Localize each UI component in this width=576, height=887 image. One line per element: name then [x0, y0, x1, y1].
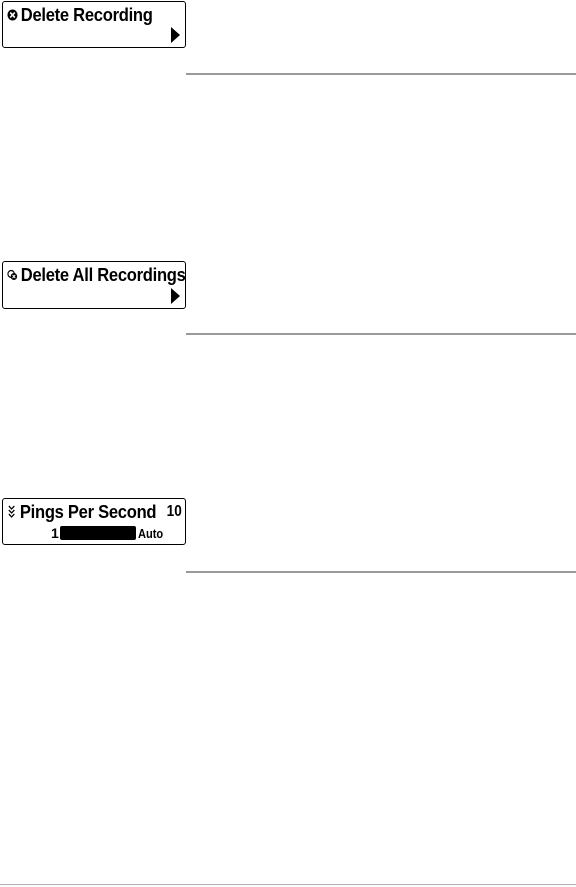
- pings-title: Pings Per Second: [7, 502, 157, 523]
- delete-recording-menu[interactable]: Delete Recording: [2, 1, 186, 48]
- pings-per-second-menu[interactable]: Pings Per Second 10 1 Auto: [2, 498, 186, 545]
- delete-icon: [7, 5, 18, 26]
- sonar-icon: [7, 502, 17, 523]
- delete-recording-label: Delete Recording: [20, 5, 153, 25]
- page-footer-rule: [0, 884, 576, 885]
- pings-slider[interactable]: 1 Auto: [51, 525, 167, 541]
- section-divider: [186, 571, 576, 573]
- section-divider: [186, 73, 576, 75]
- slider-track[interactable]: [59, 526, 136, 540]
- delete-all-title: Delete All Recordings: [7, 265, 186, 286]
- delete-recording-title: Delete Recording: [7, 5, 153, 26]
- pings-value: 10: [166, 503, 182, 520]
- delete-all-recordings-menu[interactable]: Delete All Recordings: [2, 261, 186, 309]
- submenu-arrow-icon: [171, 27, 180, 43]
- slider-max-label: Auto: [137, 525, 163, 541]
- delete-all-icon: [7, 265, 18, 286]
- pings-label: Pings Per Second: [19, 502, 157, 522]
- slider-min-label: 1: [51, 525, 59, 541]
- submenu-arrow-icon: [171, 288, 180, 304]
- section-divider: [186, 333, 576, 335]
- delete-all-label: Delete All Recordings: [20, 265, 186, 285]
